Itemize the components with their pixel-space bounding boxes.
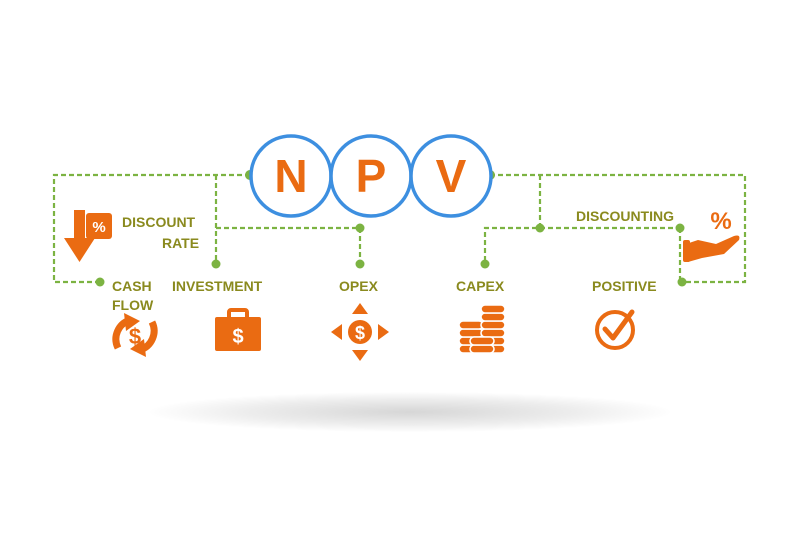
label-cash-flow-line1: CASH (112, 278, 152, 294)
label-discounting: DISCOUNTING (576, 208, 674, 224)
floor-shadow (150, 392, 670, 432)
node-dot (355, 223, 365, 233)
svg-text:%: % (710, 208, 731, 235)
label-discount-rate-line2: RATE (162, 235, 200, 251)
connector-positive (490, 173, 747, 284)
hand-percent-icon: % (683, 208, 740, 262)
node-dot (535, 223, 545, 233)
node-dot (677, 277, 687, 287)
label-discount-rate-line1: DISCOUNT (122, 214, 196, 230)
dollar-briefcase-icon: $ (215, 308, 261, 351)
connector-opex (216, 226, 362, 264)
node-dot (355, 259, 365, 269)
label-capex: CAPEX (456, 278, 505, 294)
svg-text:$: $ (129, 324, 141, 349)
label-investment: INVESTMENT (172, 278, 263, 294)
label-cash-flow-line2: FLOW (112, 297, 154, 313)
npv-letter-v: V (435, 150, 467, 202)
label-opex: OPEX (339, 278, 378, 294)
connector-capex (483, 175, 542, 264)
ring-v (409, 134, 493, 218)
node-dot (675, 223, 685, 233)
npv-letter-p: P (355, 150, 387, 202)
npv-letter-n: N (274, 150, 308, 202)
svg-text:$: $ (232, 326, 243, 348)
down-arrow-percent-icon: % (64, 210, 112, 262)
svg-text:%: % (92, 219, 105, 236)
dollar-four-arrows-icon: $ (331, 303, 389, 361)
svg-text:$: $ (355, 323, 365, 343)
coin-stacks-icon (458, 304, 506, 354)
checkmark-circle-icon (595, 309, 635, 350)
label-positive: POSITIVE (592, 278, 657, 294)
dollar-cycle-icon: $ (112, 313, 158, 357)
node-dot (480, 259, 490, 269)
node-dot (95, 277, 105, 287)
node-dot (211, 259, 221, 269)
connector-cash-flow (52, 173, 250, 284)
